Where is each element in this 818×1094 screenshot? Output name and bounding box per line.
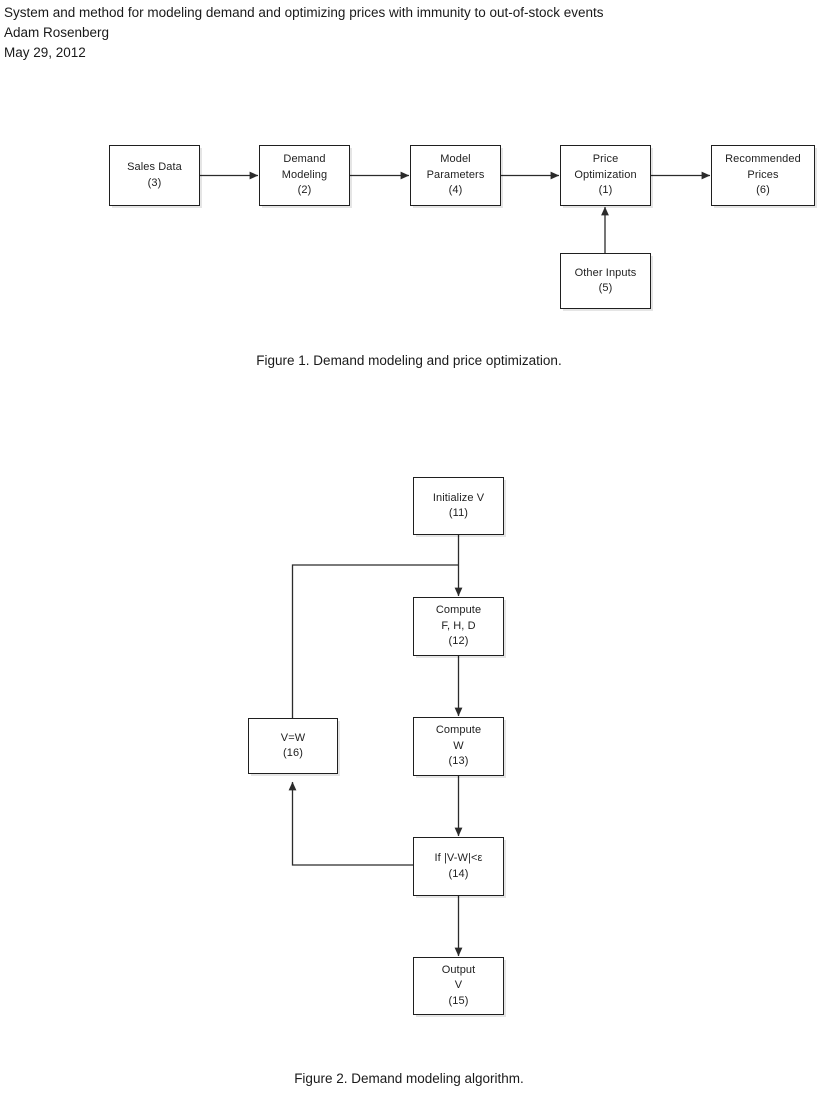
document-header: System and method for modeling demand an… (4, 3, 804, 63)
figure2-node-assign-v-w[interactable]: V=W (16) (248, 718, 338, 774)
node-line-3: (1) (598, 184, 613, 197)
node-line-2: Optimization (574, 168, 637, 181)
figure2-caption: Figure 2. Demand modeling algorithm. (294, 1071, 524, 1086)
node-line-1: Recommended (725, 153, 801, 166)
node-line-3: (6) (756, 184, 770, 197)
document-author: Adam Rosenberg (4, 25, 110, 40)
node-line-2: (11) (448, 507, 469, 519)
node-line-1: Output (441, 963, 476, 976)
figure1-node-sales-data[interactable]: Sales Data (3) (109, 145, 200, 206)
node-line-1: Compute (435, 724, 482, 737)
node-line-2: (3) (147, 176, 162, 189)
figure2-node-compute-fhd[interactable]: Compute F, H, D (12) (413, 597, 504, 656)
node-line-2: Modeling (281, 168, 328, 181)
node-line-2: W (453, 739, 464, 752)
node-line-2: (14) (448, 867, 469, 880)
node-line-2: (16) (283, 747, 303, 759)
node-line-1: If |V-W|<ε (434, 852, 483, 864)
node-line-1: Demand (283, 153, 326, 166)
node-line-1: Sales Data (127, 161, 182, 173)
node-line-1: Initialize V (432, 491, 485, 504)
figure1-node-price-optimization[interactable]: Price Optimization (1) (560, 145, 651, 206)
figure2-node-initialize-v[interactable]: Initialize V (11) (413, 477, 504, 535)
node-line-1: Price (592, 153, 619, 166)
figure1-caption: Figure 1. Demand modeling and price opti… (256, 353, 562, 368)
figure2-node-converge-test[interactable]: If |V-W|<ε (14) (413, 837, 504, 896)
node-line-2: Parameters (426, 168, 485, 181)
figure1-node-model-parameters[interactable]: Model Parameters (4) (410, 145, 501, 206)
figure2-node-compute-w[interactable]: Compute W (13) (413, 717, 504, 776)
node-line-2: (5) (598, 282, 613, 294)
figure2-node-output-v[interactable]: Output V (15) (413, 957, 504, 1015)
document-date: May 29, 2012 (4, 45, 86, 60)
node-line-3: (13) (448, 755, 469, 768)
figure1-node-other-inputs[interactable]: Other Inputs (5) (560, 253, 651, 309)
node-line-3: (4) (448, 184, 463, 197)
figure1-node-demand-modeling[interactable]: Demand Modeling (2) (259, 145, 350, 206)
node-line-1: V=W (280, 731, 306, 744)
node-line-2: F, H, D (441, 619, 476, 632)
node-line-3: (15) (448, 994, 469, 1007)
node-line-3: (2) (297, 184, 312, 197)
node-line-3: (12) (448, 635, 469, 648)
document-title: System and method for modeling demand an… (4, 5, 604, 20)
node-line-1: Model (440, 153, 471, 166)
node-line-1: Other Inputs (574, 266, 637, 279)
figure1-node-recommended-prices[interactable]: Recommended Prices (6) (711, 145, 815, 206)
arrow-converge-test-to-assign (288, 781, 413, 866)
node-line-1: Compute (435, 604, 482, 617)
node-line-2: Prices (747, 168, 779, 181)
node-line-2: V (454, 979, 463, 992)
